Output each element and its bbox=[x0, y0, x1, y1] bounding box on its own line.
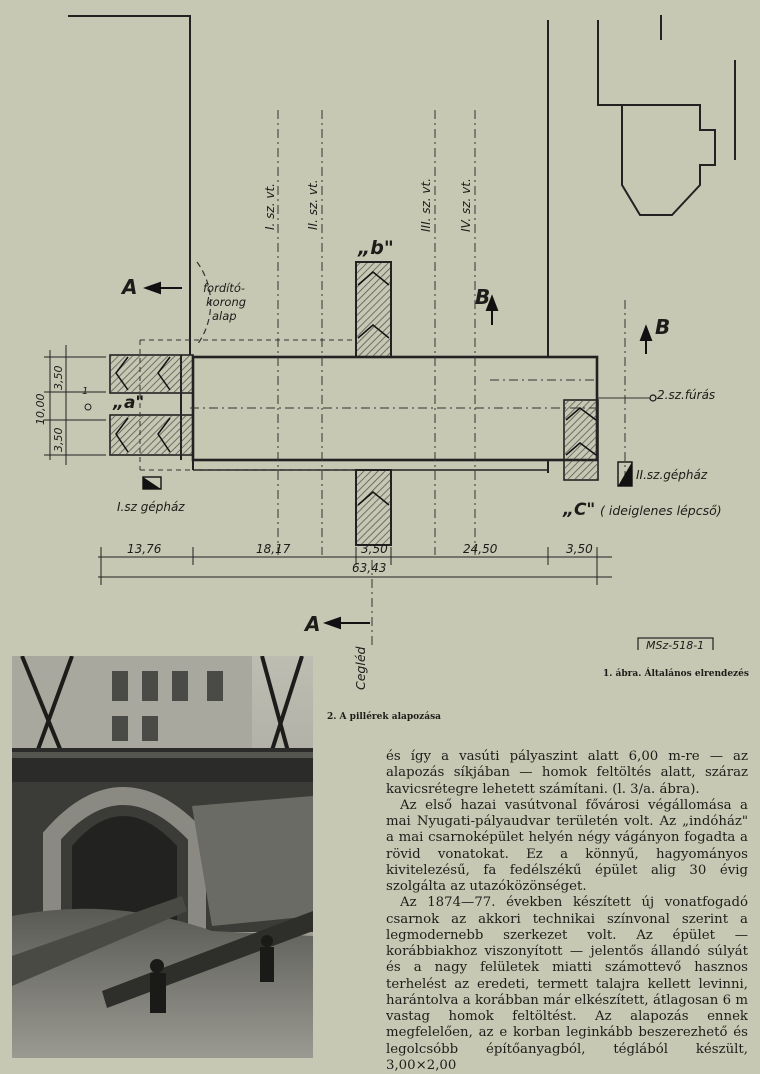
turntable-label-3: alap bbox=[212, 309, 237, 323]
vertical-dim-total: 10,00 bbox=[34, 393, 47, 426]
turntable-label-2: korong bbox=[206, 295, 247, 309]
total-dim: 63,43 bbox=[352, 561, 387, 575]
engine-house-1: I.sz gépház bbox=[117, 500, 185, 514]
dim-3: 3,50 bbox=[361, 542, 388, 556]
track-label-2: II. sz. vt. bbox=[306, 179, 320, 230]
section-b-left: B bbox=[475, 285, 491, 309]
vertical-dim-bottom: 3,50 bbox=[52, 427, 65, 453]
section-b-right: B bbox=[655, 315, 671, 339]
track-label-4: IV. sz. vt. bbox=[459, 178, 473, 232]
body-paragraph: Az 1874—77. években készített új vonatfo… bbox=[386, 895, 748, 1073]
site-plan-drawing bbox=[44, 15, 736, 650]
label-b: „b" bbox=[358, 237, 394, 259]
section-a-bottom: A bbox=[305, 612, 321, 636]
body-paragraph: és így a vasúti pályaszint alatt 6,00 m-… bbox=[386, 749, 748, 797]
vertical-dim-top: 3,50 bbox=[52, 365, 65, 391]
foundation-photo bbox=[12, 656, 313, 1058]
track-label-1: I. sz. vt. bbox=[263, 183, 277, 230]
body-text: és így a vasúti pályaszint alatt 6,00 m-… bbox=[386, 749, 748, 1074]
body-paragraph: Az első hazai vasútvonal fővárosi végáll… bbox=[386, 797, 748, 894]
figure2-caption: 2. A pillérek alapozása bbox=[327, 712, 441, 722]
standard-ref: MSz-518-1 bbox=[646, 639, 705, 652]
dim-2: 18,17 bbox=[256, 542, 291, 556]
label-c: „C" bbox=[563, 500, 596, 520]
dim-1: 13,76 bbox=[127, 542, 162, 556]
boring-label: 2.sz.fúrás bbox=[657, 388, 716, 402]
figure1-caption: 1. ábra. Általános elrendezés bbox=[603, 669, 749, 679]
dim-5: 3,50 bbox=[566, 542, 593, 556]
engine-house-2: II.sz.gépház bbox=[636, 468, 708, 482]
section-a-top: A bbox=[122, 275, 138, 299]
direction-label: Cegléd bbox=[353, 646, 368, 690]
dim-4: 24,50 bbox=[463, 542, 498, 556]
track-label-3: III. sz. vt. bbox=[419, 177, 433, 232]
label-a: „a" bbox=[113, 393, 145, 413]
axis-marker: 1 bbox=[82, 386, 89, 397]
label-c-note: ( ideiglenes lépcső) bbox=[600, 503, 722, 518]
turntable-label-1: fordító- bbox=[203, 281, 246, 295]
